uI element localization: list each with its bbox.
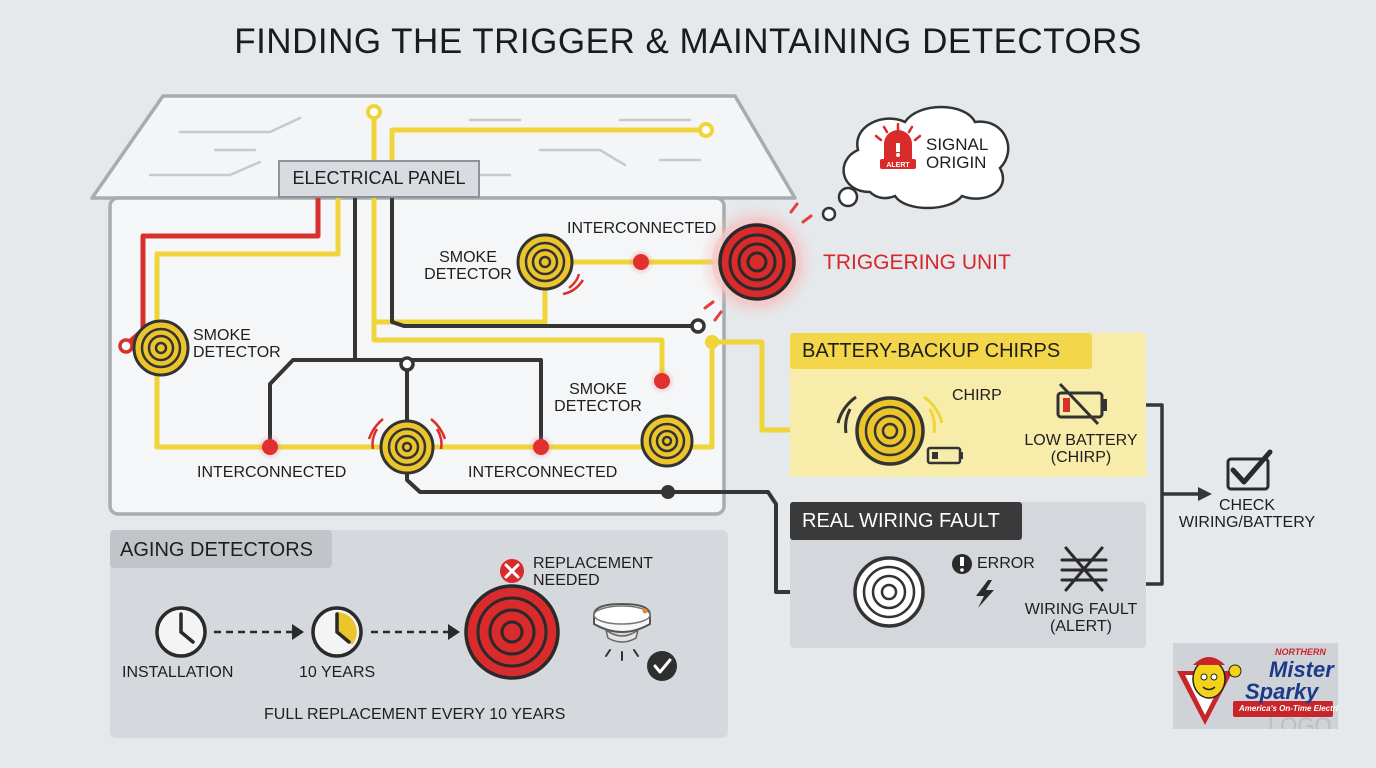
smoke-detector-right-label: SMOKE DETECTOR: [554, 381, 642, 415]
arrow-head-2: [448, 624, 460, 640]
logo-mascot-icon: [1177, 657, 1333, 725]
interconnected-left-label: INTERCONNECTED: [197, 464, 347, 481]
smoke-detector-left-icon: [132, 319, 190, 377]
smoke-detector-center-icon: [367, 418, 447, 475]
aging-footer-label: FULL REPLACEMENT EVERY 10 YEARS: [264, 706, 566, 723]
interconnected-top-label: INTERCONNECTED: [567, 220, 717, 237]
yellow-wire-battery: [679, 339, 863, 450]
x-mark-icon: [500, 559, 524, 583]
signal-origin-label: SIGNAL ORIGIN: [926, 135, 989, 172]
company-logo: NORTHERN Mister Sparky America's On-Time…: [1173, 643, 1338, 729]
interconnect-dots: [257, 249, 675, 460]
expired-detector-icon: [464, 584, 560, 680]
bracket-arrow: [1198, 487, 1212, 501]
house-outline: [90, 94, 797, 516]
wiring-panel-header: REAL WIRING FAULT: [802, 510, 1000, 532]
check-label: CHECK WIRING/BATTERY: [1178, 497, 1316, 531]
battery-panel-header: BATTERY-BACKUP CHIRPS: [802, 340, 1061, 362]
smoke-detector-right-icon: [640, 414, 694, 468]
lightning-icon: [976, 580, 994, 608]
dark-wire-center: [405, 362, 858, 594]
smoke-detector-left-label: SMOKE DETECTOR: [193, 327, 281, 361]
dark-wire-main: [268, 196, 357, 449]
new-detector-icon: [593, 602, 651, 661]
chirp-label: CHIRP: [952, 387, 1002, 404]
yellow-wire-roof: [371, 109, 665, 383]
aging-panel-header: AGING DETECTORS: [120, 539, 313, 561]
page-title: FINDING THE TRIGGER & MAINTAINING DETECT…: [234, 22, 1142, 61]
triggering-unit-icon: [699, 202, 815, 322]
wiring-fault-icon: [1060, 546, 1108, 592]
wires: [123, 109, 1207, 594]
dark-wire-trigger: [390, 196, 700, 328]
check-badge-icon: [647, 651, 677, 681]
alert-badge-label: ALERT: [886, 162, 910, 169]
logo-northern: NORTHERN: [1275, 647, 1326, 657]
electrical-panel-label: ELECTRICAL PANEL: [292, 168, 466, 188]
chirping-detector-icon: [836, 395, 944, 466]
logo-sparky: Sparky: [1245, 679, 1319, 704]
small-battery-icon: [926, 446, 963, 465]
installation-clock-icon: [155, 606, 207, 658]
fault-detector-icon: [853, 556, 925, 628]
yellow-wire-left: [154, 195, 665, 450]
low-battery-icon: [1056, 382, 1107, 426]
error-label: ERROR: [977, 555, 1035, 572]
arrow-head-1: [292, 624, 304, 640]
logo-mister: Mister: [1269, 657, 1334, 682]
alert-siren-icon: [874, 122, 922, 169]
junction-dots: [118, 104, 719, 499]
aging-panel: [110, 530, 728, 738]
logo-watermark: LOGO: [1268, 713, 1332, 729]
ten-years-clock-icon: [311, 606, 363, 658]
smoke-detector-upper-label: SMOKE DETECTOR: [424, 249, 512, 283]
dark-wire-loop: [353, 358, 543, 449]
bracket-wire: [1144, 403, 1207, 586]
electrical-panel-box: ELECTRICAL PANEL: [278, 160, 480, 198]
installation-label: INSTALLATION: [122, 664, 234, 681]
ten-years-label: 10 YEARS: [299, 664, 376, 681]
interconnected-mid-label: INTERCONNECTED: [468, 464, 618, 481]
logo-tagline: America's On-Time Electrician: [1239, 704, 1338, 713]
low-battery-label: LOW BATTERY (CHIRP): [1024, 432, 1138, 466]
error-icon: [952, 554, 972, 574]
smoke-detector-upper-icon: [516, 233, 585, 296]
replacement-needed-label: REPLACEMENT NEEDED: [533, 555, 654, 589]
checkbox-icon: [1226, 449, 1273, 491]
triggering-unit-label: TRIGGERING UNIT: [823, 251, 1011, 274]
wiring-fault-label: WIRING FAULT (ALERT): [1024, 601, 1138, 635]
signal-origin-bubble: [821, 105, 1010, 222]
